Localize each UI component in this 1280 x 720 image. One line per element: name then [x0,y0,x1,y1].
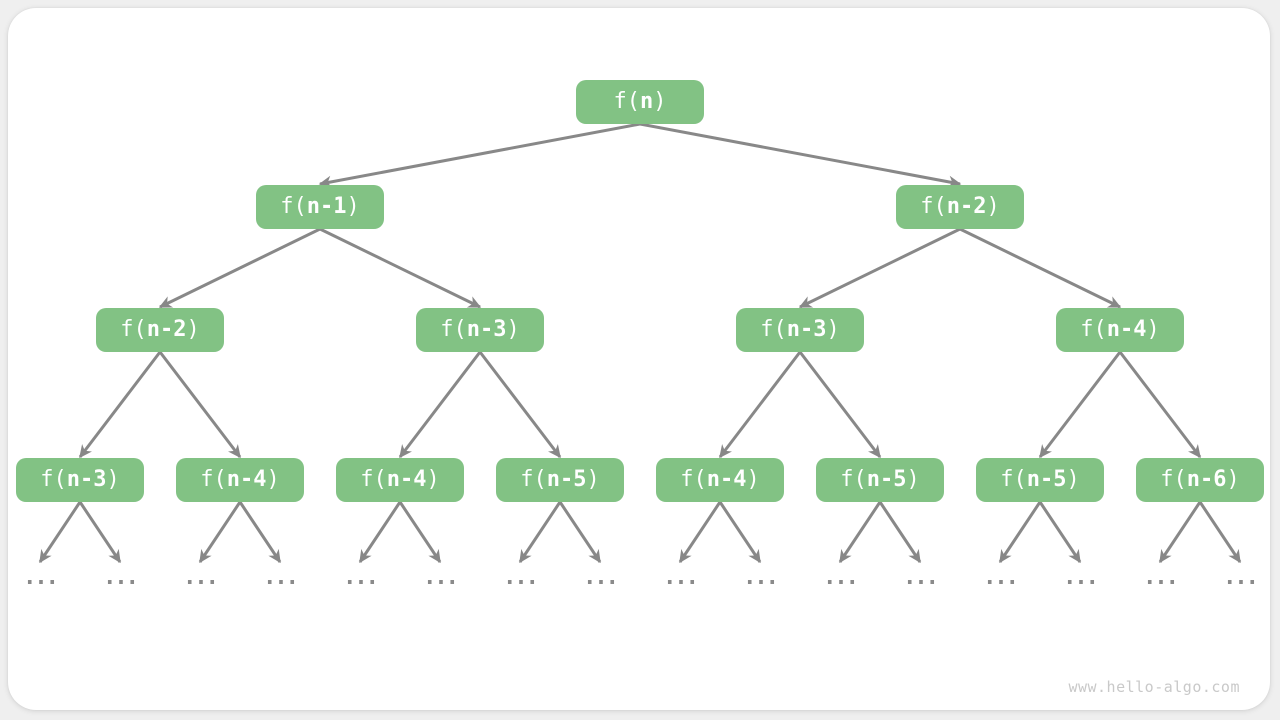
watermark: www.hello-algo.com [1068,678,1240,696]
tree-node: f(n-4) [656,458,784,502]
tree-node: f(n-4) [1056,308,1184,352]
leaf-ellipsis: ... [743,565,779,590]
tree-node: f(n-6) [1136,458,1264,502]
leaf-ellipsis: ... [503,565,539,590]
leaf-ellipsis: ... [343,565,379,590]
tree-node: f(n-2) [896,185,1024,229]
tree-node: f(n-2) [96,308,224,352]
tree-node: f(n-3) [736,308,864,352]
tree-node: f(n-4) [336,458,464,502]
tree-node: f(n) [576,80,704,124]
leaf-ellipsis: ... [983,565,1019,590]
leaf-ellipsis: ... [1223,565,1259,590]
tree-node: f(n-5) [976,458,1104,502]
tree-node: f(n-4) [176,458,304,502]
leaf-ellipsis: ... [823,565,859,590]
leaf-ellipsis: ... [903,565,939,590]
tree-node: f(n-1) [256,185,384,229]
leaf-ellipsis: ... [1143,565,1179,590]
leaf-ellipsis: ... [1063,565,1099,590]
tree-node: f(n-3) [16,458,144,502]
leaf-ellipsis: ... [583,565,619,590]
tree-node: f(n-5) [496,458,624,502]
leaf-ellipsis: ... [423,565,459,590]
tree-node: f(n-3) [416,308,544,352]
leaf-ellipsis: ... [663,565,699,590]
tree-node: f(n-5) [816,458,944,502]
leaf-ellipsis: ... [23,565,59,590]
leaf-ellipsis: ... [103,565,139,590]
leaf-ellipsis: ... [183,565,219,590]
leaf-ellipsis: ... [263,565,299,590]
